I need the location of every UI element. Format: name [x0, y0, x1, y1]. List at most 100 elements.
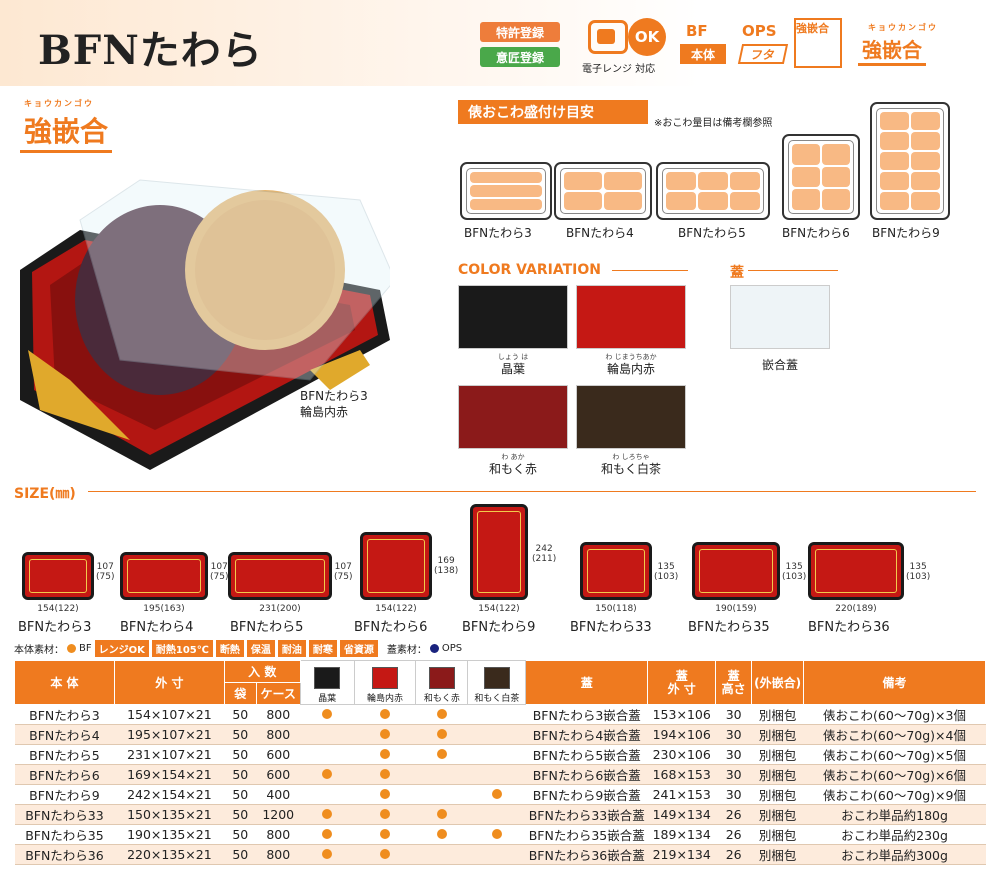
th-case: ケース — [255, 682, 301, 705]
availability-dot — [491, 789, 502, 799]
guide-tray-4 — [554, 162, 652, 220]
lid-heading: 蓋 — [730, 265, 744, 281]
cell-name: BFNたわら4 — [14, 724, 115, 745]
patent-badge: 特許登録 — [480, 22, 560, 42]
th-body: 本 体 — [14, 660, 115, 705]
cell-lid-outer: 230×106 — [647, 744, 716, 765]
swatch-shoha — [458, 285, 568, 349]
cell-outer: 154×107×21 — [114, 704, 225, 725]
size-tray-5 — [228, 552, 332, 600]
size-name-36: BFNたわら36 — [808, 620, 890, 635]
body-material-label: 本体素材： — [14, 645, 64, 656]
size-height-value: 135 — [657, 562, 675, 572]
cell-note: おこわ単品約300g — [803, 844, 986, 865]
cell-outer: 220×135×21 — [114, 844, 225, 865]
cell-name: BFNたわら35 — [14, 824, 115, 845]
cell-color-availability — [467, 724, 526, 745]
size-width-6: 154(122) — [375, 604, 417, 614]
cell-lid-outer: 168×153 — [647, 764, 716, 785]
cell-note: おこわ単品約230g — [803, 824, 986, 845]
left-kyogo-logo: 強嵌合 — [20, 110, 113, 153]
size-name-33: BFNたわら33 — [570, 620, 652, 635]
th-color-wamoku-shirocha: 和もく白茶 — [467, 660, 527, 705]
page-title: BFNたわら — [38, 27, 263, 74]
header-banner — [0, 0, 1000, 86]
size-height-value: 169 — [437, 556, 455, 566]
design-badge: 意匠登録 — [480, 47, 560, 67]
swatch-ruby-1: しょう は — [497, 353, 529, 361]
size-height-6: 169(138) — [434, 556, 458, 576]
cell-lid: BFNたわら36嵌合蓋 — [525, 844, 648, 865]
guide-label-4: BFNたわら4 — [566, 226, 634, 240]
guide-label-6: BFNたわら6 — [782, 226, 850, 240]
cell-lid-height: 26 — [715, 844, 752, 865]
th-qty: 入 数 — [223, 660, 301, 683]
ops-lid-badge: フタ — [737, 44, 789, 64]
lid-material-label: 蓋素材： — [386, 645, 427, 656]
tag-insulation: 断熱 — [215, 640, 244, 657]
cell-bag: 50 — [224, 764, 257, 785]
cell-color-availability — [300, 704, 355, 725]
spec-table: 本 体 外 寸 入 数 晶葉 輪島内赤 和もく赤 和もく白茶 蓋 蓋 外 寸 蓋… — [14, 660, 986, 865]
guide-note: ※おこわ量目は備考欄参照 — [654, 118, 773, 129]
cell-fitting: 別梱包 — [751, 744, 804, 765]
cell-bag: 50 — [224, 824, 257, 845]
cell-note: 俵おこわ(60〜70g)×4個 — [803, 724, 986, 745]
cell-case: 400 — [256, 784, 301, 805]
tag-cold-resistant: 耐寒 — [308, 640, 337, 657]
size-name-9: BFNたわら9 — [462, 620, 536, 635]
cell-lid: BFNたわら3嵌合蓋 — [525, 704, 648, 725]
cell-note: 俵おこわ(60〜70g)×9個 — [803, 784, 986, 805]
kyogo-logo: 強嵌合 — [858, 34, 926, 66]
cell-lid: BFNたわら33嵌合蓋 — [525, 804, 648, 825]
cell-lid-outer: 189×134 — [647, 824, 716, 845]
cell-color-availability — [354, 764, 416, 785]
size-height-value: 107 — [96, 562, 114, 572]
size-tray-35 — [692, 542, 780, 600]
availability-dot — [436, 809, 447, 819]
th-lid: 蓋 — [525, 660, 649, 705]
cell-note: 俵おこわ(60〜70g)×5個 — [803, 744, 986, 765]
cell-outer: 169×154×21 — [114, 764, 225, 785]
size-tray-36 — [808, 542, 904, 600]
cell-color-availability — [467, 824, 526, 845]
size-width-3: 154(122) — [37, 604, 79, 614]
availability-dot — [322, 849, 333, 859]
size-height-inner: (103) — [906, 572, 931, 582]
availability-dot — [436, 749, 447, 759]
availability-dot — [436, 709, 447, 719]
cell-bag: 50 — [224, 704, 257, 725]
cell-case: 800 — [256, 724, 301, 745]
cell-color-availability — [415, 784, 468, 805]
guide-label-9: BFNたわら9 — [872, 226, 940, 240]
lid-material: OPS — [441, 643, 463, 654]
cell-color-availability — [415, 824, 468, 845]
cell-lid-height: 30 — [715, 744, 752, 765]
logo-ruby: キョウカンゴウ — [868, 23, 938, 32]
swatch-label-4: 和もく白茶 — [600, 462, 661, 476]
size-name-5: BFNたわら5 — [230, 620, 304, 635]
cell-color-availability — [300, 784, 355, 805]
size-tray-6 — [360, 532, 432, 600]
cell-outer: 150×135×21 — [114, 804, 225, 825]
cell-color-availability — [300, 824, 355, 845]
availability-dot — [322, 809, 333, 819]
size-height-value: 135 — [785, 562, 803, 572]
cell-lid-outer: 153×106 — [647, 704, 716, 725]
cell-lid: BFNたわら35嵌合蓋 — [525, 824, 648, 845]
color-heading-line — [612, 270, 688, 271]
availability-dot — [380, 749, 391, 759]
cell-color-availability — [415, 704, 468, 725]
size-name-3: BFNたわら3 — [18, 620, 92, 635]
swatch-ruby-3: わ あか — [501, 453, 525, 461]
cell-fitting: 別梱包 — [751, 844, 804, 865]
size-height-3: 107(75) — [96, 562, 114, 582]
size-name-6: BFNたわら6 — [354, 620, 428, 635]
cell-lid: BFNたわら4嵌合蓋 — [525, 724, 648, 745]
cell-lid: BFNたわら5嵌合蓋 — [525, 744, 648, 765]
spec-table-wrap: 本 体 外 寸 入 数 晶葉 輪島内赤 和もく赤 和もく白茶 蓋 蓋 外 寸 蓋… — [14, 660, 986, 865]
